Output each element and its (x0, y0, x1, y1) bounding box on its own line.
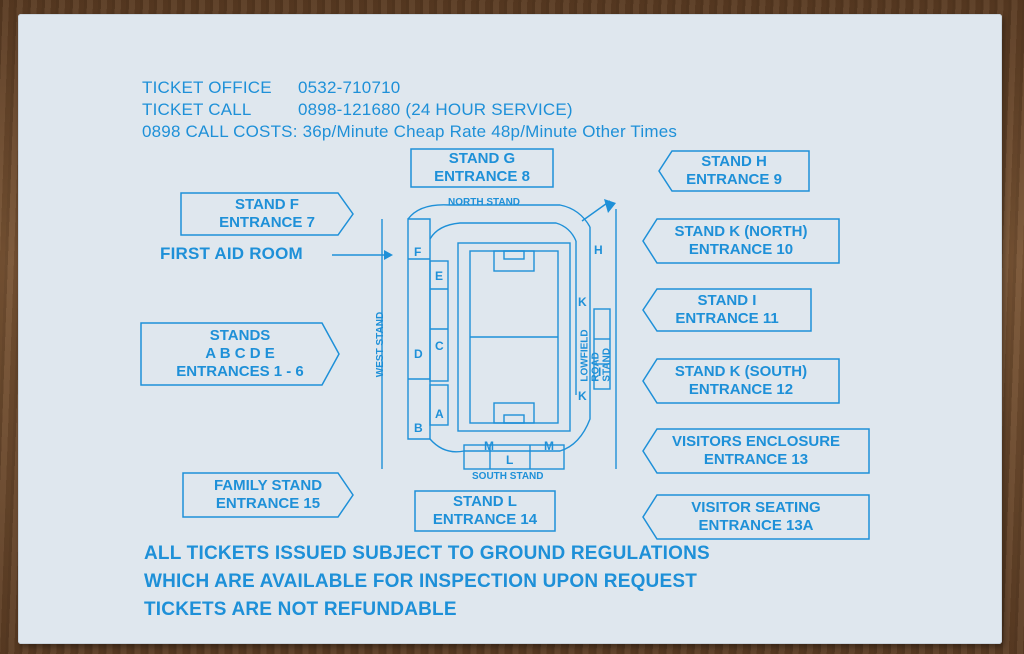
box-stand-k-south-line1: STAND K (SOUTH) (674, 363, 808, 380)
box-stand-g: STAND G ENTRANCE 8 (410, 148, 554, 188)
box-stand-i-line1: STAND I (697, 292, 757, 309)
first-aid-room-label: FIRST AID ROOM (160, 244, 303, 263)
box-visitors-enclosure: VISITORS ENCLOSURE ENTRANCE 13 (642, 428, 870, 474)
map-letter-l: L (506, 453, 514, 467)
map-letter-a: A (435, 407, 444, 421)
box-stands-abcde-line2: A B C D E (205, 345, 275, 362)
footer-line-3: TICKETS ARE NOT REFUNDABLE (144, 599, 457, 620)
ticket-office-label: TICKET OFFICE (142, 78, 272, 97)
box-stand-l-line1: STAND L (453, 493, 517, 510)
box-stand-f-line1: STAND F (235, 196, 299, 213)
map-letter-k-north: K (578, 295, 587, 309)
box-family-stand-line1: FAMILY STAND (213, 477, 323, 494)
box-visitors-enclosure-line2: ENTRANCE 13 (703, 451, 809, 468)
box-stand-f: STAND F ENTRANCE 7 (180, 192, 354, 236)
box-stand-l: STAND L ENTRANCE 14 (414, 490, 556, 532)
box-family-stand-line2: ENTRANCE 15 (215, 495, 321, 512)
map-letter-m-east: M (544, 439, 554, 453)
ticket-card: TICKET OFFICE 0532-710710 TICKET CALL 08… (18, 14, 1002, 644)
footer-line-1: ALL TICKETS ISSUED SUBJECT TO GROUND REG… (144, 543, 710, 564)
ticket-call-number: 0898-121680 (24 HOUR SERVICE) (298, 100, 573, 119)
map-letter-d: D (414, 347, 423, 361)
map-west-stand: WEST STAND (375, 311, 387, 378)
stadium-map-drawing (381, 199, 617, 470)
box-stand-h-line2: ENTRANCE 9 (686, 171, 782, 188)
footer-line-2: WHICH ARE AVAILABLE FOR INSPECTION UPON … (144, 571, 698, 592)
box-visitor-seating-line2: ENTRANCE 13A (698, 517, 814, 534)
box-stand-i: STAND I ENTRANCE 11 (642, 288, 812, 332)
box-stands-abcde: STANDS A B C D E ENTRANCES 1 - 6 (140, 322, 340, 386)
map-letter-i: I (598, 365, 602, 379)
map-letter-m-west: M (484, 439, 494, 453)
box-stand-k-north-line2: ENTRANCE 10 (688, 241, 794, 258)
map-letter-b: B (414, 421, 423, 435)
map-north-stand: NORTH STAND (448, 197, 521, 208)
box-stand-f-line2: ENTRANCE 7 (219, 214, 315, 231)
map-letter-e: E (435, 269, 444, 283)
map-letter-h: H (594, 243, 603, 257)
box-visitor-seating: VISITOR SEATING ENTRANCE 13A (642, 494, 870, 540)
box-stand-h: STAND H ENTRANCE 9 (658, 150, 810, 192)
box-stand-k-north-line1: STAND K (NORTH) (674, 223, 808, 240)
box-stand-h-line1: STAND H (701, 153, 767, 170)
map-south-stand: SOUTH STAND (472, 471, 544, 482)
map-letter-f: F (414, 245, 422, 259)
box-visitor-seating-line1: VISITOR SEATING (691, 499, 821, 516)
box-stand-l-line2: ENTRANCE 14 (432, 511, 538, 528)
box-family-stand: FAMILY STAND ENTRANCE 15 (182, 472, 354, 518)
box-stands-abcde-line1: STANDS (209, 327, 271, 344)
map-lowfield-road-stand: LOWFIELD ROAD STAND (579, 329, 613, 382)
box-visitors-enclosure-line1: VISITORS ENCLOSURE (671, 433, 841, 450)
map-letter-c: C (435, 339, 444, 353)
box-stand-g-line1: STAND G (448, 150, 516, 167)
box-stand-k-south: STAND K (SOUTH) ENTRANCE 12 (642, 358, 840, 404)
box-stand-g-line2: ENTRANCE 8 (434, 168, 530, 185)
box-stand-k-north: STAND K (NORTH) ENTRANCE 10 (642, 218, 840, 264)
stadium-map: NORTH STAND SOUTH STAND WEST STAND LOWFI… (375, 197, 620, 489)
ticket-office-number: 0532-710710 (298, 78, 401, 97)
call-costs: 0898 CALL COSTS: 36p/Minute Cheap Rate 4… (142, 122, 678, 141)
box-stand-i-line2: ENTRANCE 11 (675, 310, 779, 327)
box-stands-abcde-line3: ENTRANCES 1 - 6 (176, 363, 304, 380)
ticket-call-label: TICKET CALL (142, 100, 252, 119)
box-stand-k-south-line2: ENTRANCE 12 (688, 381, 794, 398)
first-aid-arrow (332, 250, 393, 260)
map-letter-k-south: K (578, 389, 587, 403)
